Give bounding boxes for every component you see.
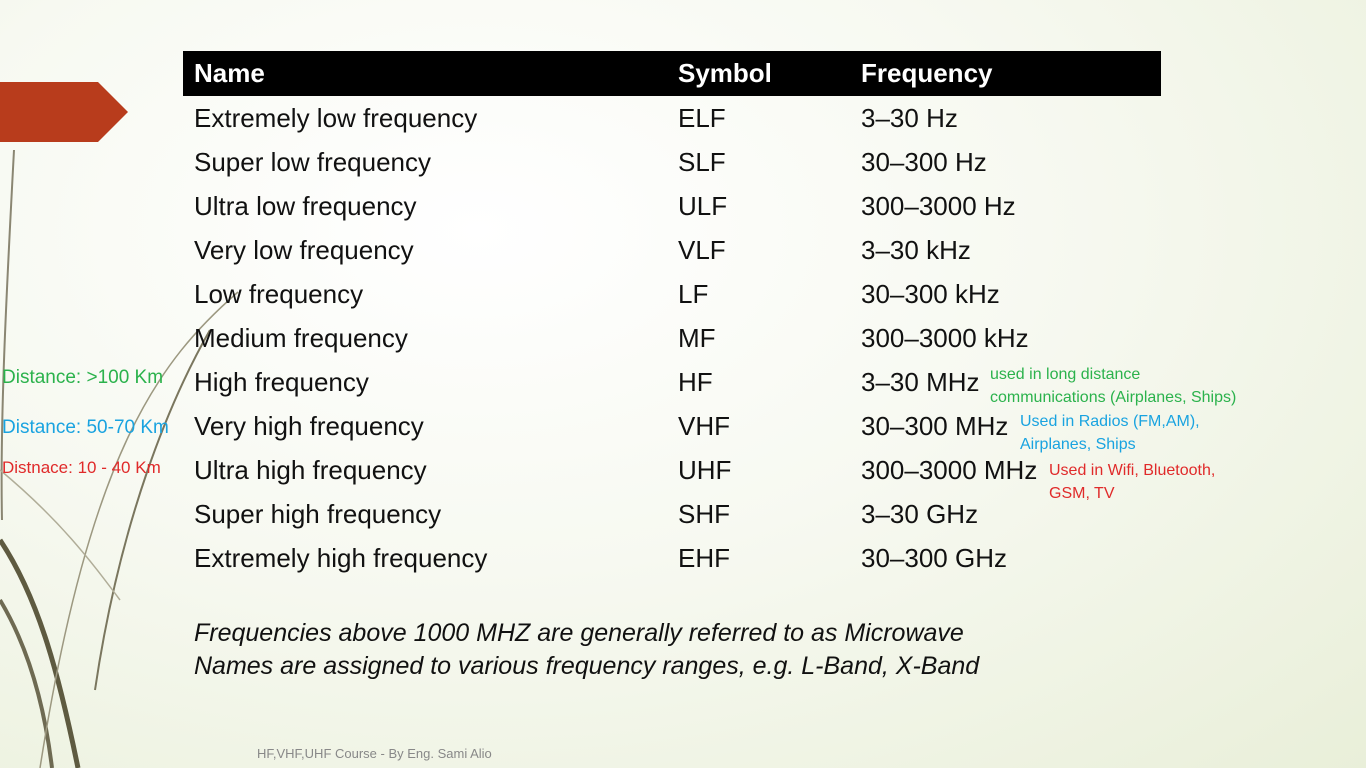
- footnote-bands: Names are assigned to various frequency …: [194, 652, 980, 680]
- table-header: Name Symbol Frequency: [183, 51, 1161, 96]
- table-row: Medium frequency MF 300–3000 kHz: [183, 316, 1161, 360]
- cell-symbol: VLF: [678, 235, 726, 265]
- cell-name: High frequency: [194, 367, 369, 397]
- cell-symbol: LF: [678, 279, 709, 309]
- table-row: Very low frequency VLF 3–30 kHz: [183, 228, 1161, 272]
- note-uhf-line: Used in Wifi, Bluetooth,: [1049, 462, 1216, 479]
- table-row: Super high frequency SHF 3–30 GHz: [183, 492, 1161, 536]
- cell-name: Super high frequency: [194, 499, 442, 529]
- cell-frequency: 3–30 GHz: [861, 499, 979, 529]
- cell-frequency: 3–30 kHz: [861, 235, 971, 265]
- cell-name: Super low frequency: [194, 147, 432, 177]
- decorative-curve: [39, 291, 239, 768]
- slide-credit: HF,VHF,UHF Course - By Eng. Sami Alio: [257, 746, 492, 761]
- slide-arrow-shape: [0, 82, 128, 142]
- decorative-curve: [94, 329, 211, 691]
- decorative-curve: [0, 149, 15, 521]
- table-row: Low frequency LF 30–300 kHz: [183, 272, 1161, 316]
- cell-symbol: VHF: [678, 411, 730, 441]
- table-row: Ultra low frequency ULF 300–3000 Hz: [183, 184, 1161, 228]
- cell-name: Very high frequency: [194, 411, 424, 441]
- note-vhf-line: Airplanes, Ships: [1020, 436, 1136, 453]
- cell-frequency: 30–300 GHz: [861, 543, 1007, 573]
- table-row: Extremely low frequency ELF 3–30 Hz: [183, 96, 1161, 140]
- cell-symbol: EHF: [678, 543, 730, 573]
- cell-name: Ultra high frequency: [194, 455, 427, 485]
- note-vhf-line: Used in Radios (FM,AM),: [1020, 413, 1200, 430]
- cell-frequency: 300–3000 kHz: [861, 323, 1029, 353]
- note-vhf: Used in Radios (FM,AM), Airplanes, Ships: [1020, 410, 1200, 456]
- distance-label-hf: Distance: >100 Km: [2, 367, 164, 388]
- note-hf-line: communications (Airplanes, Ships): [990, 389, 1237, 406]
- decorative-curve: [0, 598, 54, 768]
- cell-symbol: ULF: [678, 191, 728, 221]
- cell-name: Very low frequency: [194, 235, 414, 265]
- decorative-curve: [0, 538, 81, 768]
- cell-symbol: UHF: [678, 455, 732, 485]
- cell-symbol: HF: [678, 367, 713, 397]
- header-frequency: Frequency: [861, 58, 993, 88]
- cell-frequency: 30–300 kHz: [861, 279, 1000, 309]
- footnote-microwave: Frequencies above 1000 MHZ are generally…: [194, 619, 964, 647]
- cell-name: Medium frequency: [194, 323, 408, 353]
- table-row: Super low frequency SLF 30–300 Hz: [183, 140, 1161, 184]
- cell-frequency: 3–30 Hz: [861, 103, 958, 133]
- note-hf-line: used in long distance: [990, 366, 1141, 383]
- cell-symbol: MF: [678, 323, 716, 353]
- cell-frequency: 300–3000 Hz: [861, 191, 1016, 221]
- decorative-curve: [0, 469, 121, 601]
- header-name: Name: [194, 58, 265, 88]
- table-row: Very high frequency VHF 30–300 MHz: [183, 404, 1161, 448]
- cell-name: Low frequency: [194, 279, 364, 309]
- cell-symbol: SLF: [678, 147, 726, 177]
- cell-frequency: 300–3000 MHz: [861, 455, 1038, 485]
- header-symbol: Symbol: [678, 58, 772, 88]
- cell-name: Ultra low frequency: [194, 191, 417, 221]
- distance-label-vhf: Distance: 50-70 Km: [2, 417, 169, 438]
- note-uhf: Used in Wifi, Bluetooth, GSM, TV: [1049, 459, 1215, 505]
- cell-symbol: SHF: [678, 499, 730, 529]
- cell-frequency: 30–300 MHz: [861, 411, 1009, 441]
- cell-name: Extremely low frequency: [194, 103, 478, 133]
- cell-symbol: ELF: [678, 103, 726, 133]
- table-row: High frequency HF 3–30 MHz: [183, 360, 1161, 404]
- cell-frequency: 3–30 MHz: [861, 367, 980, 397]
- cell-name: Extremely high frequency: [194, 543, 488, 573]
- cell-frequency: 30–300 Hz: [861, 147, 987, 177]
- table-row: Extremely high frequency EHF 30–300 GHz: [183, 536, 1161, 580]
- table-row: Ultra high frequency UHF 300–3000 MHz: [183, 448, 1161, 492]
- distance-label-uhf: Distnace: 10 - 40 Km: [2, 458, 161, 477]
- note-uhf-line: GSM, TV: [1049, 485, 1115, 502]
- note-hf: used in long distance communications (Ai…: [990, 363, 1236, 409]
